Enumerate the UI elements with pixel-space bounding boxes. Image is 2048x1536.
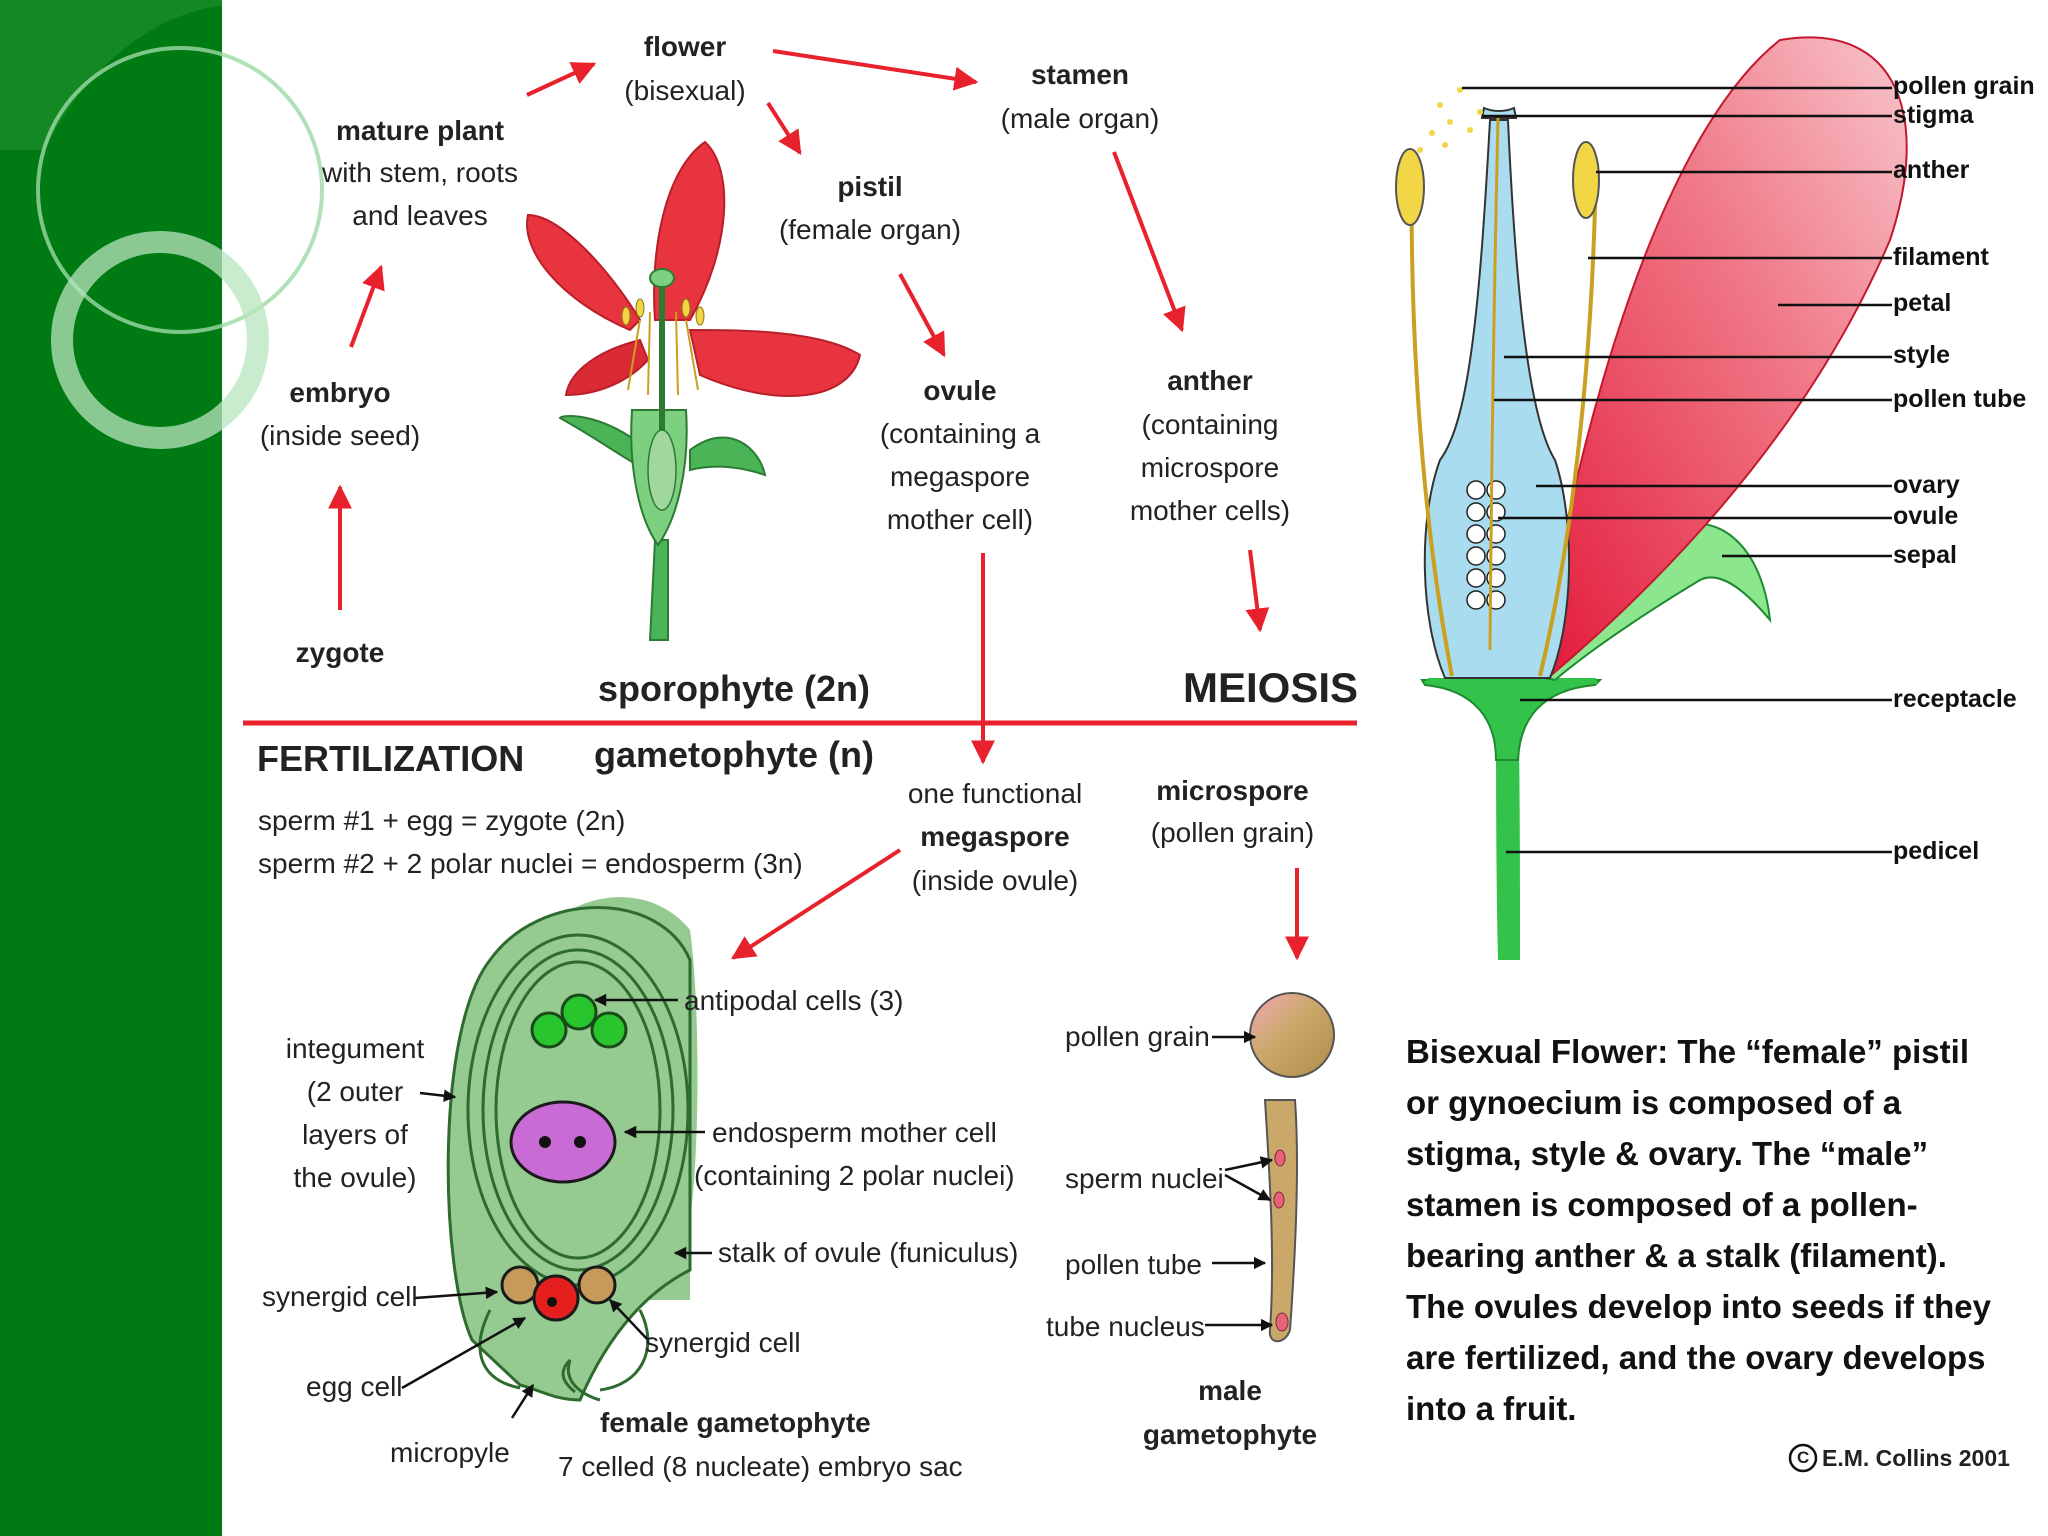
caption: Bisexual Flower: The “female” pistil or … [1406,1033,1991,1427]
female-pointers [401,993,712,1419]
label-zygote: zygote [295,637,385,668]
anatomy-label-style: style [1893,341,1950,369]
anatomy-label-pollen-tube: pollen tube [1893,385,2027,413]
label-sporophyte: sporophyte (2n) [598,668,871,709]
label-flower: flower [643,31,727,62]
label-stamen: stamen [1030,59,1130,90]
flower-illustration [526,140,862,641]
male-pointers [1205,1030,1274,1332]
label-integument-4: the ovule) [293,1162,417,1193]
label-megaspore-sub: (inside ovule) [911,865,1079,896]
fertilization-line-1: sperm #1 + egg = zygote (2n) [258,805,626,836]
label-ovule: ovule [923,375,997,406]
sidebar-decoration [0,0,324,1536]
label-integument-3: layers of [302,1119,408,1150]
label-anther-l1: (containing [1141,409,1279,440]
label-pollen-tube: pollen tube [1065,1249,1203,1280]
label-microspore: microspore [1156,775,1309,806]
label-synergid-right: synergid cell [645,1327,801,1358]
label-gametophyte: gametophyte (n) [594,734,875,775]
label-embryo: embryo [289,377,391,408]
fertilization-line-2: sperm #2 + 2 polar nuclei = endosperm (3… [258,848,803,879]
cycle-arrows [328,49,1309,961]
label-stamen-sub: (male organ) [1000,103,1160,134]
anatomy-label-ovary: ovary [1893,471,1960,499]
label-synergid-left: synergid cell [262,1281,418,1312]
label-tube-nucleus: tube nucleus [1046,1311,1205,1342]
anatomy-label-stigma: stigma [1893,101,1974,129]
label-female-gametophyte: female gametophyte [600,1407,871,1438]
copyright-text: E.M. Collins 2001 [1822,1445,2010,1471]
label-endosperm-2: (containing 2 polar nuclei) [694,1160,1015,1191]
copyright-symbol: C [1797,1448,1810,1467]
label-pistil: pistil [837,171,903,202]
anatomy-label-anther: anther [1893,156,1970,184]
label-anther-l3: mother cells) [1129,495,1291,526]
label-micropyle: micropyle [390,1437,510,1468]
anatomy-label-pedicel: pedicel [1893,837,1980,865]
label-mature-plant-l2: and leaves [352,200,488,231]
label-ovule-l1: (containing a [879,418,1041,449]
anatomy-label-ovule: ovule [1893,502,1959,530]
label-embryo-sac: 7 celled (8 nucleate) embryo sac [558,1451,963,1482]
anatomy-label-receptacle: receptacle [1893,685,2017,713]
label-stalk-of-ovule: stalk of ovule (funiculus) [718,1237,1019,1268]
label-mature-plant-l1: with stem, roots [321,157,519,188]
copyright-icon [1788,1443,1818,1473]
label-mature-plant: mature plant [335,115,505,146]
anatomy-label-pollen-grain: pollen grain [1893,72,2035,100]
label-egg-cell: egg cell [306,1371,403,1402]
label-ovule-l3: mother cell) [886,504,1034,535]
label-fertilization: FERTILIZATION [257,738,525,779]
label-megaspore: megaspore [920,821,1070,852]
label-pollen-grain: pollen grain [1065,1021,1210,1052]
label-meiosis: MEIOSIS [1183,664,1359,711]
anatomy-label-petal: petal [1893,289,1952,317]
label-ovule-l2: megaspore [889,461,1031,492]
label-flower-sub: (bisexual) [624,75,746,106]
label-embryo-sub: (inside seed) [259,420,421,451]
label-antipodal-cells: antipodal cells (3) [684,985,904,1016]
label-integument-1: integument [285,1033,425,1064]
label-endosperm-1: endosperm mother cell [712,1117,997,1148]
anatomy-label-sepal: sepal [1893,541,1957,569]
label-megaspore-l1: one functional [907,778,1083,809]
label-male-2: gametophyte [1142,1419,1318,1450]
label-anther: anther [1167,365,1253,396]
anatomy-label-filament: filament [1893,243,1989,271]
label-microspore-sub: (pollen grain) [1150,817,1315,848]
label-pistil-sub: (female organ) [778,214,962,245]
anatomy-leader-lines [1462,86,1892,854]
label-male-1: male [1198,1375,1262,1406]
anatomy-flower [1395,36,1908,960]
female-gametophyte-illustration [446,897,698,1402]
label-sperm-nuclei: sperm nuclei [1065,1163,1224,1194]
male-gametophyte-illustration [1249,992,1335,1343]
label-anther-l2: microspore [1140,452,1280,483]
label-integument-2: (2 outer [306,1076,404,1107]
